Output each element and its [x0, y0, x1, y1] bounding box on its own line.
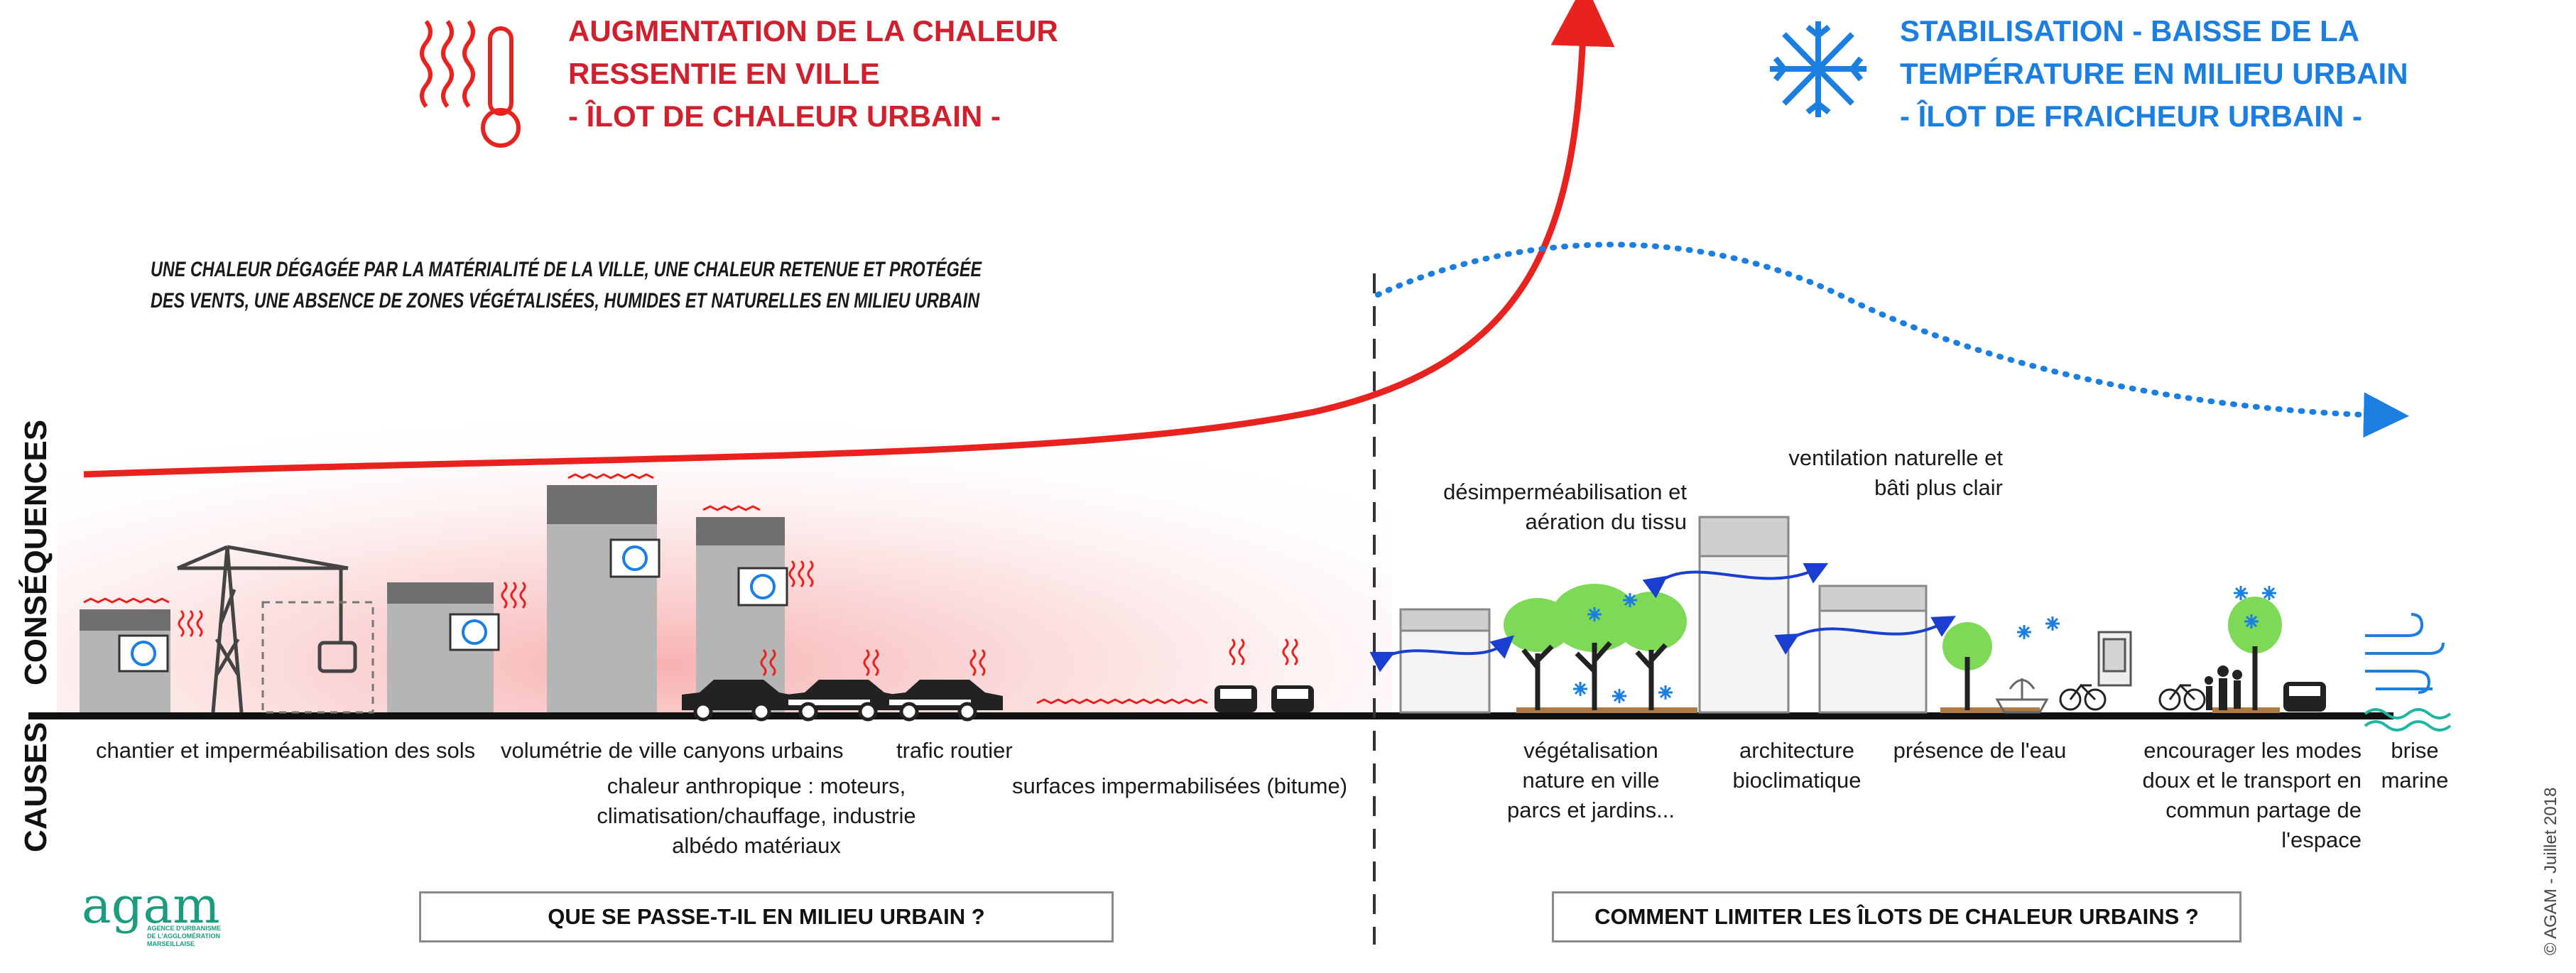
caption-anthropique: chaleur anthropique : moteurs, climatisa…: [589, 771, 923, 861]
pedestrians-icon: [2205, 665, 2242, 710]
building-light-3: [1818, 585, 1928, 714]
bicycle-icon: [2059, 683, 2107, 711]
roof-heat: [83, 473, 1208, 705]
snowflake-icon: [1573, 586, 2276, 703]
caption-ventilation-l2: bâti plus clair: [1874, 475, 2003, 500]
agam-logo: agam AGENCE D'URBANISME DE L'AGGLOMÉRATI…: [82, 876, 221, 947]
car-icon: [888, 680, 1003, 722]
caption-modes-l1: encourager les modes: [2143, 738, 2362, 763]
caption-anthropique-l2: climatisation/chauffage, industrie: [597, 803, 916, 828]
agam-logo-sub1: AGENCE D'URBANISME: [147, 925, 222, 932]
caption-desimper-l2: aération du tissu: [1525, 509, 1687, 534]
axis-consequences: CONSÉQUENCES: [18, 419, 53, 685]
question-left: QUE SE PASSE-T-IL EN MILIEU URBAIN ?: [419, 891, 1114, 942]
caption-modes: encourager les modes doux et le transpor…: [2131, 736, 2362, 855]
building-tall-left: [547, 485, 657, 712]
crane-icon: [177, 545, 357, 713]
heat-waves: [178, 560, 1298, 677]
intro-line1: UNE CHALEUR DÉGAGÉE PAR LA MATÉRIALITÉ D…: [151, 258, 982, 281]
caption-desimper: désimperméabilisation et aération du tis…: [1403, 477, 1687, 537]
building-light-2: [1698, 516, 1790, 714]
caption-vegetal-l1: végétalisation: [1523, 738, 1658, 763]
construction-outline: [261, 601, 374, 714]
copyright: © AGAM - Juillet 2018: [2541, 787, 2560, 955]
question-right: COMMENT LIMITER LES ÎLOTS DE CHALEUR URB…: [1552, 891, 2241, 942]
heat-title-line3: - ÎLOT DE CHALEUR URBAIN -: [568, 99, 1001, 133]
caption-ventilation: ventilation naturelle et bâti plus clair: [1719, 443, 2003, 503]
caption-archi-l2: bioclimatique: [1732, 768, 1862, 793]
bus-stop-icon: [2097, 631, 2132, 687]
agam-logo-sub2: DE L'AGGLOMÉRATION: [147, 933, 220, 940]
caption-brise-l2: marine: [2381, 768, 2449, 793]
caption-chantier: chantier et imperméabilisation des sols: [96, 738, 476, 763]
wind-icon: [2365, 613, 2445, 694]
ground-line: [28, 712, 2393, 719]
caption-vegetal-l2: nature en ville: [1522, 768, 1660, 793]
cool-title-line2: TEMPÉRATURE EN MILIEU URBAIN: [1900, 57, 2408, 90]
tree-icon: [1616, 592, 1687, 710]
caption-modes-l2: doux et le transport en: [2142, 768, 2362, 793]
cool-curve: [1375, 241, 2409, 438]
car-icon: [682, 680, 797, 722]
axis-causes: CAUSES: [18, 722, 53, 852]
cool-title-line3: - ÎLOT DE FRAICHEUR URBAIN -: [1900, 99, 2362, 133]
heat-curve: [83, 0, 1615, 478]
cool-title: STABILISATION - BAISSE DE LA TEMPÉRATURE…: [1900, 10, 2408, 138]
caption-eau: présence de l'eau: [1893, 738, 2067, 763]
building-light-1: [1399, 608, 1491, 714]
caption-surfaces: surfaces impermabilisées (bitume): [1012, 773, 1348, 798]
caption-volumetrie: volumétrie de ville canyons urbains: [501, 738, 844, 763]
fountain-icon: [1995, 678, 2049, 714]
caption-archi: architecture bioclimatique: [1726, 736, 1868, 795]
air-conditioner-icon: [118, 634, 169, 673]
ventilation-arrows: [1369, 562, 1956, 673]
agam-logo-mark: agam: [82, 876, 220, 935]
caption-vegetal-l3: parcs et jardins...: [1506, 798, 1675, 822]
wave-icon: [2364, 708, 2452, 732]
tree-icon: [1942, 622, 1992, 710]
intro-line2: DES VENTS, UNE ABSENCE DE ZONES VÉGÉTALI…: [151, 289, 980, 312]
caption-archi-l1: architecture: [1739, 738, 1854, 763]
heat-title-line2: RESSENTIE EN VILLE: [568, 57, 880, 90]
caption-modes-l4: l'espace: [2281, 827, 2362, 852]
snowflake-icon: [1770, 21, 1866, 117]
air-conditioner-icon: [737, 567, 788, 607]
agam-logo-sub: AGENCE D'URBANISME DE L'AGGLOMÉRATION MA…: [147, 925, 221, 948]
caption-desimper-l1: désimperméabilisation et: [1443, 479, 1687, 504]
cool-title-line1: STABILISATION - BAISSE DE LA: [1900, 14, 2360, 48]
air-conditioner-icon: [449, 613, 500, 651]
caption-vegetal: végétalisation nature en ville parcs et …: [1491, 736, 1690, 825]
thermometer-heat-icon: [420, 20, 521, 148]
bicycle-icon: [2158, 683, 2206, 711]
caption-brise-l1: brise: [2391, 738, 2439, 763]
car-icon: [787, 680, 902, 722]
car-icon: [1271, 685, 1314, 712]
permeable-ground: [2212, 707, 2280, 713]
caption-trafic: trafic routier: [896, 738, 1013, 763]
air-conditioner-icon: [609, 538, 661, 578]
heat-title-line1: AUGMENTATION DE LA CHALEUR: [568, 14, 1058, 48]
caption-modes-l3: commun partage de: [2165, 798, 2362, 822]
heat-title: AUGMENTATION DE LA CHALEUR RESSENTIE EN …: [568, 10, 1058, 138]
permeable-ground: [1940, 707, 2040, 713]
caption-anthropique-l3: albédo matériaux: [672, 833, 841, 858]
caption-anthropique-l1: chaleur anthropique : moteurs,: [607, 773, 906, 798]
caption-ventilation-l1: ventilation naturelle et: [1788, 445, 2003, 470]
agam-logo-sub3: MARSEILLAISE: [147, 940, 195, 947]
caption-brise: brise marine: [2376, 736, 2454, 795]
intro-text: UNE CHALEUR DÉGAGÉE PAR LA MATÉRIALITÉ D…: [151, 254, 982, 317]
permeable-ground: [1516, 707, 1697, 713]
car-icon: [1214, 685, 1257, 712]
car-icon: [2283, 682, 2326, 712]
